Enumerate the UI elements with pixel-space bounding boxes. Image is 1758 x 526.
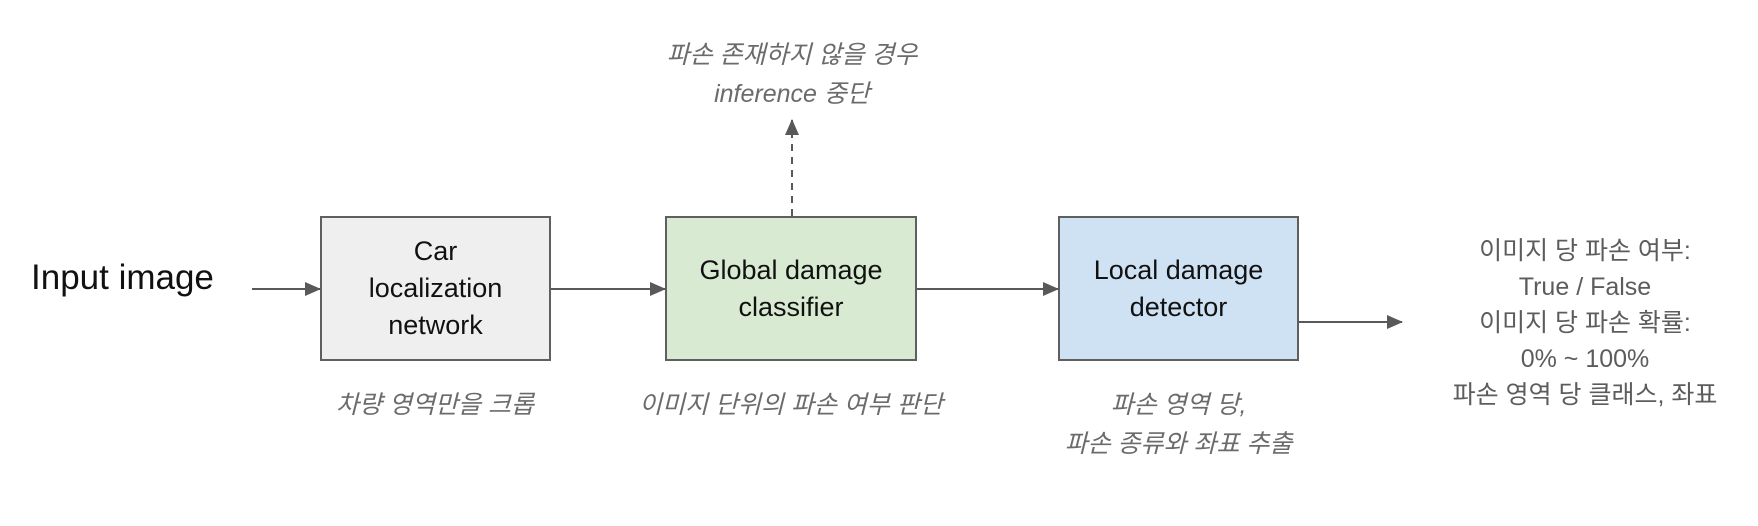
global-damage-classifier-label: Global damage classifier — [699, 254, 883, 322]
local-damage-detector-label: Local damage detector — [1093, 254, 1264, 322]
car-localization-network-box: Car localization network — [320, 216, 551, 361]
output-summary: 이미지 당 파손 여부: True / False 이미지 당 파손 확률: 0… — [1452, 237, 1718, 409]
global-damage-classifier-box: Global damage classifier — [665, 216, 917, 361]
global-classifier-caption: 이미지 단위의 파손 여부 판단 — [639, 391, 943, 419]
car-localization-network-label: Car localization network — [368, 236, 503, 340]
stop-inference-note: 파손 존재하지 않을 경우 inference 중단 — [666, 41, 918, 108]
local-detector-caption: 파손 영역 당, 파손 종류와 좌표 추출 — [1064, 391, 1293, 458]
input-image-label: Input image — [31, 258, 214, 297]
car-localization-caption: 차량 영역만을 크롭 — [336, 391, 534, 419]
local-damage-detector-box: Local damage detector — [1058, 216, 1299, 361]
